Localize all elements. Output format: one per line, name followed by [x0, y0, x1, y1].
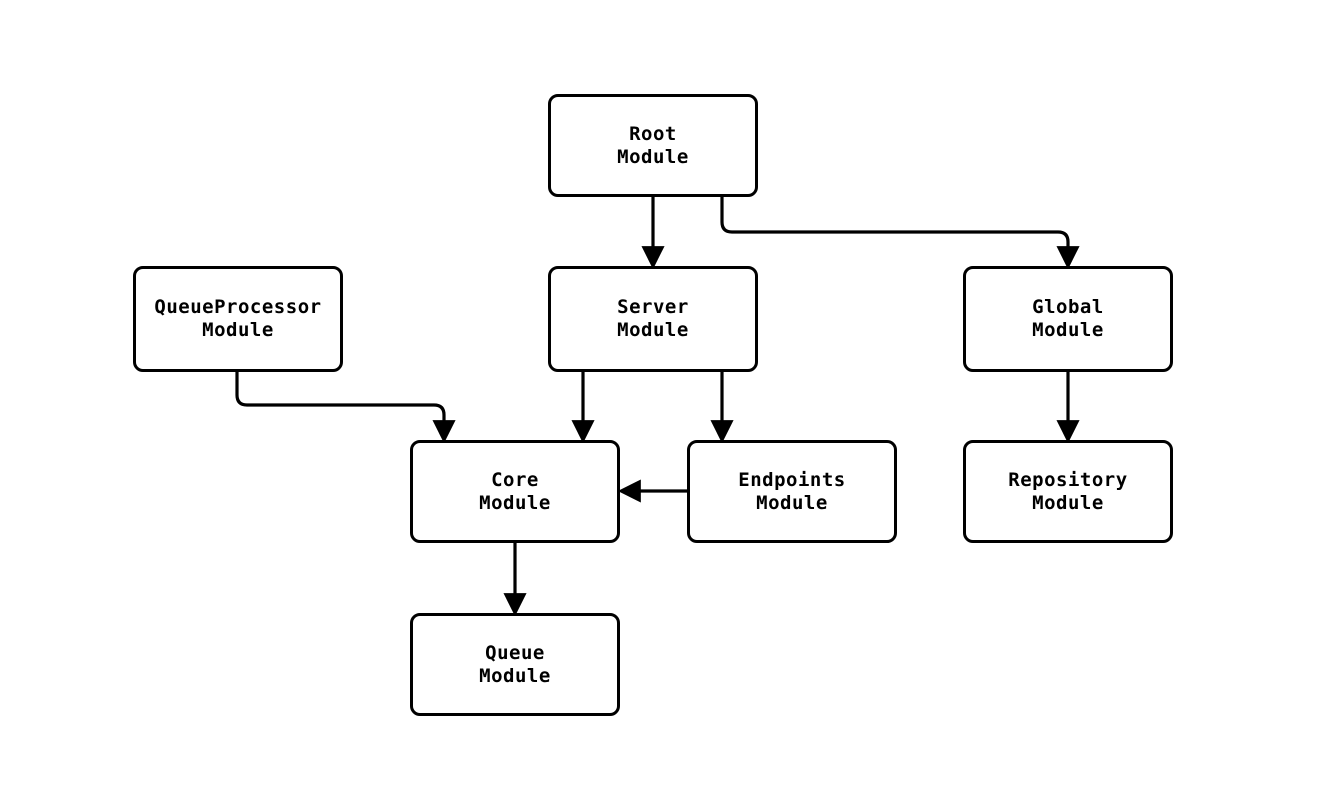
node-global-label-line1: Global [1032, 296, 1104, 318]
node-repository-label-line1: Repository [1008, 468, 1128, 491]
node-queueprocessor-label-line1: QueueProcessor [154, 296, 322, 318]
edge-queueprocessor-to-core [235, 372, 456, 444]
node-core-label-line1: Core [491, 468, 539, 491]
node-root-label-line1: Root [629, 122, 677, 145]
node-server-label-line1: Server [617, 296, 689, 318]
node-global-label-line2: Module [1032, 319, 1104, 341]
node-core-label-line2: Module [479, 491, 551, 514]
node-endpoints-label-line1: Endpoints [738, 468, 846, 491]
node-repository-label-line2: Module [1032, 491, 1104, 514]
node-server-label-line2: Module [617, 319, 689, 341]
node-root-label-line2: Module [617, 145, 689, 168]
node-queue-label-line2: Module [479, 664, 551, 687]
edge-root-to-global [720, 197, 1080, 270]
node-queueprocessor-label-line2: Module [202, 319, 274, 341]
node-endpoints-label-line2: Module [756, 491, 828, 514]
node-queue-label-line1: Queue [485, 641, 545, 664]
